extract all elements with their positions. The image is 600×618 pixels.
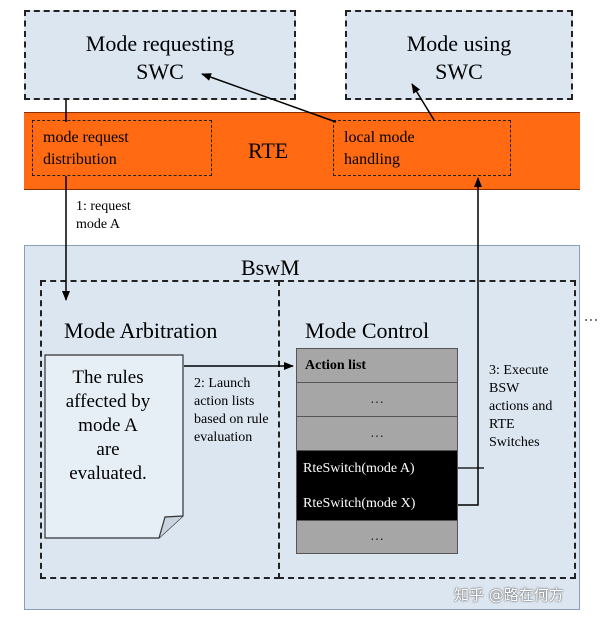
watermark: 知乎 @路在何方 <box>454 586 564 604</box>
step1-line2: mode A <box>76 217 120 232</box>
rules-note-shape <box>44 354 184 539</box>
mode-requesting-swc-line2: SWC <box>136 59 184 84</box>
step3-label: 3: Execute BSW actions and RTE Switches <box>489 362 552 452</box>
note-line2: affected by <box>65 391 151 412</box>
step2-line3: based on rule <box>194 412 269 427</box>
local-mode-handling: local mode handling <box>333 120 511 176</box>
action-list-switch-a: RteSwitch(mode A) <box>297 451 457 487</box>
action-list-dots-2: … <box>297 417 457 451</box>
step2-line2: action lists <box>194 394 255 409</box>
action-list: Action list … … RteSwitch(mode A) RteSwi… <box>296 348 458 554</box>
note-line4: are <box>96 439 120 460</box>
mode-control-box <box>278 280 576 579</box>
mode-request-distribution-line1: mode request <box>43 129 129 146</box>
step2-line1: 2: Launch <box>194 376 251 391</box>
mode-arbitration-title: Mode Arbitration <box>64 318 218 343</box>
mode-requesting-swc: Mode requesting SWC <box>24 10 296 100</box>
action-list-header: Action list <box>297 349 457 383</box>
bswm-title: BswM <box>241 255 300 280</box>
local-mode-handling-line1: local mode <box>344 129 415 146</box>
action-list-dots-1: … <box>297 383 457 417</box>
action-list-dots-3: … <box>297 521 457 553</box>
step3-line5: Switches <box>489 435 540 450</box>
step2-line4: evaluation <box>194 430 253 445</box>
step3-line1: 3: Execute <box>489 363 549 378</box>
mode-using-swc-line2: SWC <box>435 59 483 84</box>
action-list-switch-x: RteSwitch(mode X) <box>297 487 457 521</box>
step3-line4: RTE <box>489 417 515 432</box>
note-line1: The rules <box>72 367 144 388</box>
note-line5: evaluated. <box>69 463 147 484</box>
step2-label: 2: Launch action lists based on rule eva… <box>194 375 269 447</box>
step3-line3: actions and <box>489 399 553 414</box>
mode-using-swc: Mode using SWC <box>345 10 573 100</box>
mode-request-distribution: mode request distribution <box>32 120 212 176</box>
step3-line2: BSW <box>489 381 520 396</box>
step1-line1: 1: request <box>76 199 131 214</box>
step1-label: 1: request mode A <box>76 198 131 234</box>
mode-requesting-swc-line1: Mode requesting <box>85 31 235 56</box>
note-line3: mode A <box>78 415 138 436</box>
rte-title: RTE <box>248 138 289 163</box>
rules-note-text: The rules affected by mode A are evaluat… <box>50 366 166 486</box>
mode-using-swc-line1: Mode using <box>406 31 512 56</box>
mode-request-distribution-line2: distribution <box>43 151 117 168</box>
mode-control-title: Mode Control <box>305 318 430 343</box>
local-mode-handling-line2: handling <box>344 151 400 168</box>
